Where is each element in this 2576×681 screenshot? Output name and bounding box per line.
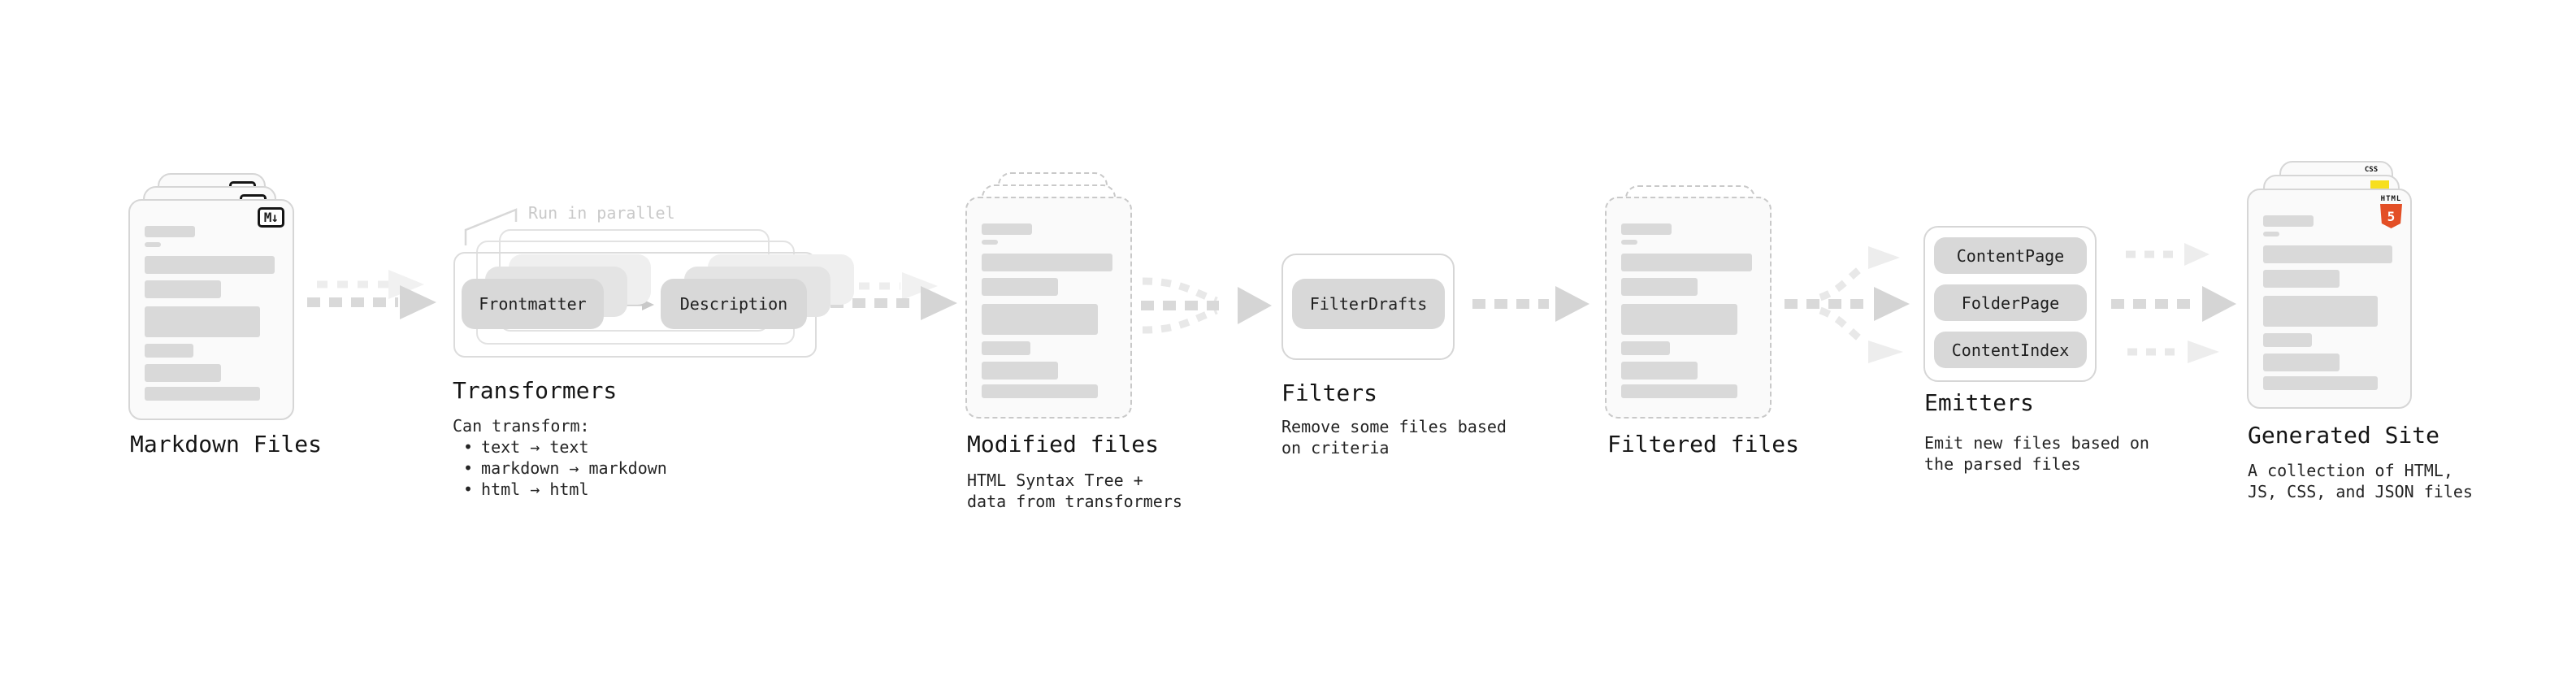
file-content-placeholder (2249, 190, 2410, 407)
placeholder-bar (982, 223, 1033, 235)
placeholder-bar (145, 242, 161, 247)
placeholder-bar (982, 240, 999, 245)
file-content-placeholder (130, 201, 293, 419)
description-line: HTML Syntax Tree + (967, 471, 1143, 490)
placeholder-bar (982, 384, 1098, 398)
markdown-icon: M↓ (257, 207, 284, 228)
placeholder-bar (1621, 278, 1698, 296)
placeholder-bar (982, 278, 1059, 296)
bullet-glyph: • (463, 479, 474, 499)
description-line: the parsed files (1924, 454, 2081, 474)
placeholder-bar (145, 387, 260, 401)
placeholder-bar (145, 364, 221, 382)
placeholder-bar (145, 226, 195, 237)
filters-description: Remove some files based on criteria (1281, 416, 1507, 458)
stage-title-transformers: Transformers (453, 377, 618, 404)
placeholder-bar (1621, 341, 1671, 355)
placeholder-bar (145, 306, 260, 337)
generated-site-description: A collection of HTML, JS, CSS, and JSON … (2248, 460, 2473, 502)
transformers-description: Can transform: • text → text • markdown … (453, 415, 667, 500)
placeholder-bar (982, 362, 1059, 380)
arrow-filtered-to-emitters (1785, 246, 1910, 363)
placeholder-bar (2263, 245, 2393, 263)
stage-title-filtered-files: Filtered files (1607, 431, 1800, 458)
transformer-chip-description: Description (661, 279, 807, 329)
filter-chip-filterdrafts: FilterDrafts (1292, 279, 1445, 329)
placeholder-bar (1621, 304, 1737, 335)
html5-icon: HTML 5 (2380, 195, 2402, 228)
modified-files-description: HTML Syntax Tree + data from transformer… (967, 470, 1182, 512)
bullet-item: • html → html (463, 479, 589, 499)
run-in-parallel-note: Run in parallel (528, 203, 675, 223)
placeholder-bar (1621, 362, 1698, 380)
bullet-glyph: • (463, 437, 474, 457)
placeholder-bar (1621, 384, 1737, 398)
description-line: on criteria (1281, 438, 1390, 458)
placeholder-bar (1621, 223, 1672, 235)
description-line: Emit new files based on (1924, 433, 2149, 453)
javascript-icon (2370, 180, 2389, 191)
placeholder-bar (145, 256, 275, 274)
placeholder-bar (982, 254, 1112, 271)
placeholder-bar (2263, 270, 2340, 288)
description-line: JS, CSS, and JSON files (2248, 482, 2473, 501)
stage-title-filters: Filters (1281, 380, 1378, 406)
placeholder-bar (1621, 254, 1752, 271)
description-line: A collection of HTML, (2248, 461, 2453, 480)
placeholder-bar (2263, 215, 2314, 227)
stage-title-generated-site: Generated Site (2248, 422, 2440, 449)
bullet-glyph: • (463, 458, 474, 478)
emitter-chip-contentpage: ContentPage (1934, 237, 2087, 274)
placeholder-bar (145, 280, 221, 298)
emitters-description: Emit new files based on the parsed files (1924, 432, 2149, 475)
file-card-front (1605, 197, 1772, 419)
stage-title-markdown-files: Markdown Files (130, 431, 323, 458)
file-card-front: HTML 5 (2247, 189, 2412, 409)
placeholder-bar (982, 304, 1098, 335)
placeholder-bar (982, 341, 1031, 355)
placeholder-bar (145, 344, 193, 358)
arrow-modified-to-filters (1141, 277, 1272, 334)
transformer-chip-frontmatter: Frontmatter (462, 279, 604, 329)
emitter-chip-contentindex: ContentIndex (1934, 332, 2087, 368)
emitter-chip-folderpage: FolderPage (1934, 284, 2087, 321)
description-line: Remove some files based (1281, 417, 1507, 436)
description-line: Can transform: (453, 416, 590, 436)
placeholder-bar (2263, 296, 2379, 327)
arrow-filters-to-filtered (1472, 286, 1589, 322)
arrow-markdown-to-transformers (307, 270, 436, 319)
file-card-front (965, 197, 1132, 419)
bullet-item: • text → text (463, 437, 589, 457)
bullet-item: • markdown → markdown (463, 458, 667, 478)
stage-title-modified-files: Modified files (967, 431, 1160, 458)
placeholder-bar (1621, 240, 1638, 245)
description-line: data from transformers (967, 492, 1182, 511)
file-content-placeholder (1607, 198, 1770, 417)
placeholder-bar (2263, 232, 2279, 236)
file-content-placeholder (967, 198, 1130, 417)
placeholder-bar (2263, 376, 2379, 390)
file-card-front: M↓ (128, 199, 294, 420)
placeholder-bar (2263, 333, 2312, 347)
stage-title-emitters: Emitters (1924, 389, 2034, 416)
arrows-emitters-to-generated (2111, 243, 2236, 363)
placeholder-bar (2263, 354, 2340, 371)
